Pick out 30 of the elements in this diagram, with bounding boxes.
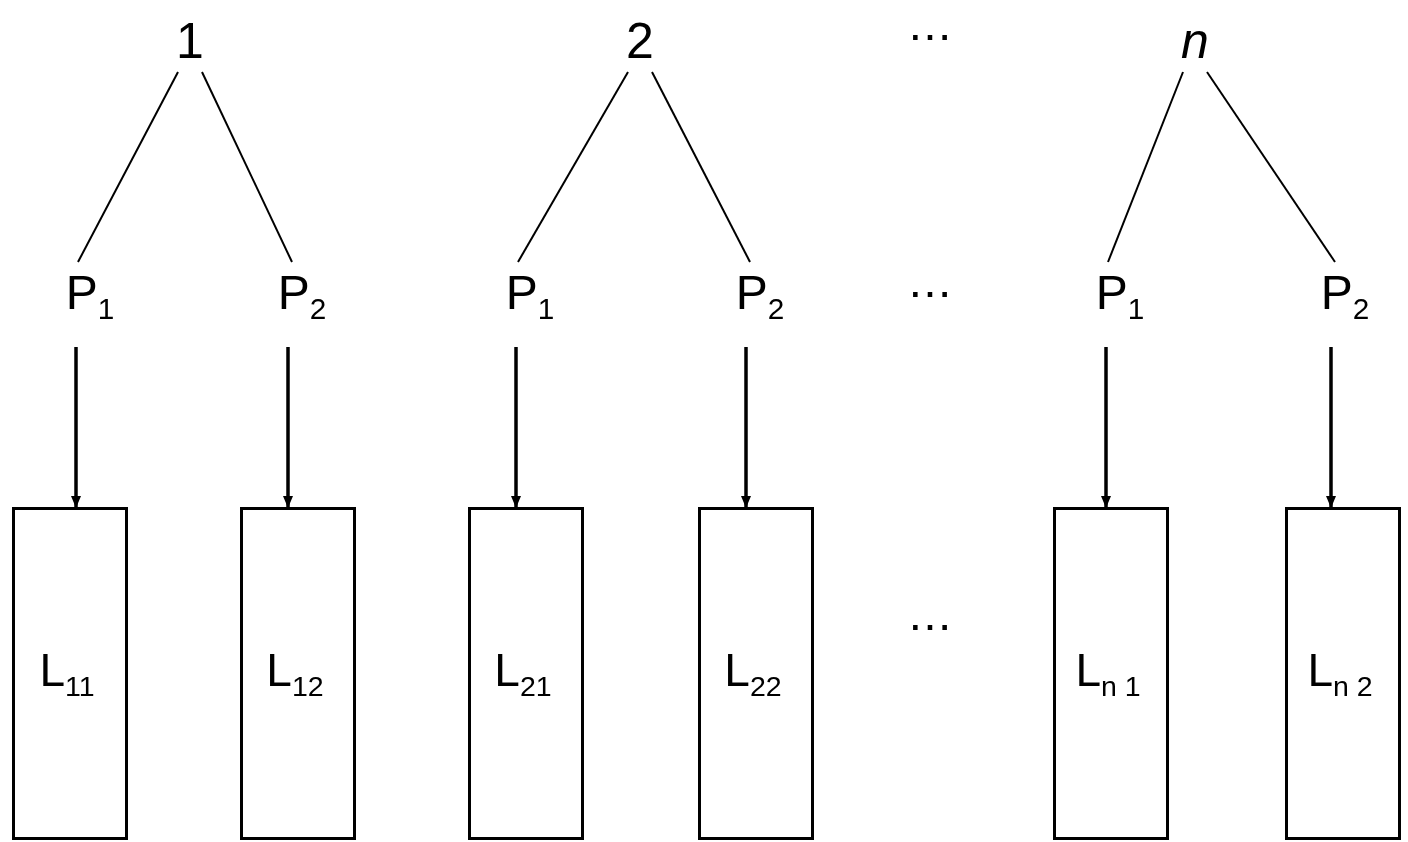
connector-line [651, 71, 751, 263]
arrow [741, 347, 751, 508]
list-box: L$_{22}$ [698, 507, 814, 840]
arrow [511, 347, 521, 508]
arrow [283, 347, 293, 508]
connector-line [77, 71, 179, 263]
branch-label: P$_{2}$ [720, 262, 800, 332]
branch-label: P$_{2}$ [262, 262, 342, 332]
list-box: L$_{12}$ [240, 507, 356, 840]
connector-line [201, 71, 293, 263]
arrow [1326, 347, 1336, 508]
branch-label: P$_{1}$ [490, 262, 570, 332]
arrow [1101, 347, 1111, 508]
tree-root-label: 1 [160, 10, 220, 72]
tree-root-label: 2 [610, 10, 670, 72]
arrow [71, 347, 81, 508]
connector-line [1107, 71, 1184, 263]
list-box: L$_{n 1}$ [1053, 507, 1169, 840]
list-box: L$_{21}$ [468, 507, 584, 840]
tree-root-label: n [1165, 10, 1225, 72]
connector-line [1206, 71, 1336, 263]
branch-label: P$_{2}$ [1305, 262, 1385, 332]
branch-label: P$_{1}$ [1080, 262, 1160, 332]
list-box: L$_{n 2}$ [1285, 507, 1401, 840]
connector-line [517, 71, 629, 263]
ellipsis: ⋯ [908, 9, 952, 61]
ellipsis: ⋯ [908, 599, 952, 651]
list-box: L$_{11}$ [12, 507, 128, 840]
branch-label: P$_{1}$ [50, 262, 130, 332]
ellipsis: ⋯ [908, 266, 952, 318]
